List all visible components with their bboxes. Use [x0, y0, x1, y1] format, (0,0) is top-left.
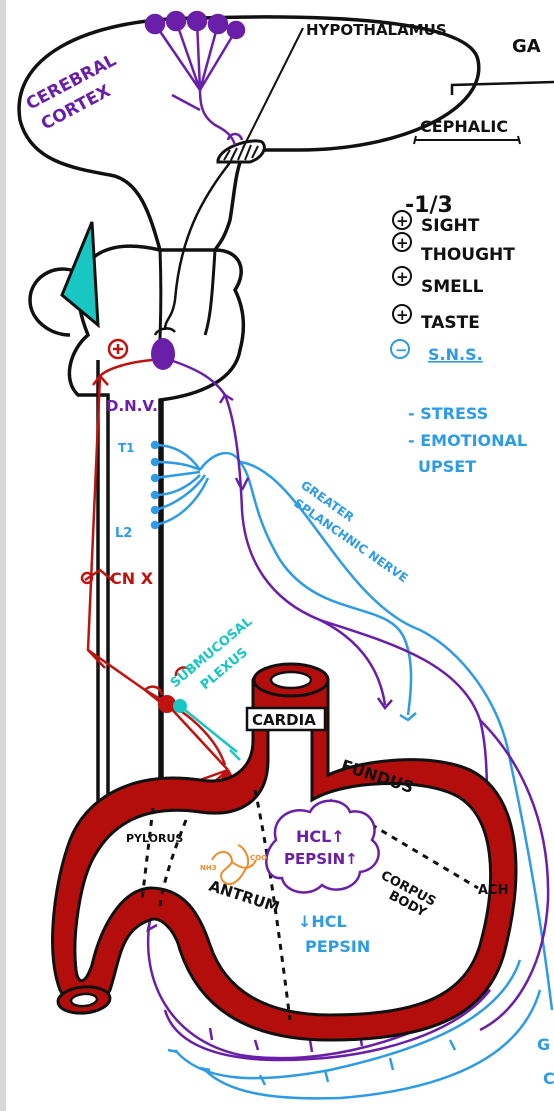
stimulus-taste: + TASTE — [393, 305, 480, 333]
cephalic-phase-list: CEPHALIC -1/3 + SIGHT + THOUGHT + SMELL … — [391, 117, 527, 476]
stimulus-sns: − S.N.S. — [391, 340, 483, 364]
ga-title-fragment: GA — [512, 36, 541, 57]
stimulus-smell: + SMELL — [393, 267, 484, 297]
l2-label: L2 — [115, 526, 132, 541]
inhibitor-stress: - STRESS — [408, 404, 488, 423]
stimulus-label: THOUGHT — [421, 245, 515, 265]
pylorus-label: PYLORUS — [126, 832, 183, 845]
stimulus-sign: + — [396, 234, 409, 252]
dnv-label: D.N.V. — [106, 397, 158, 415]
stimulus-thought: + THOUGHT — [393, 233, 515, 265]
hypothalamus-label: HYPOTHALAMUS — [306, 21, 447, 39]
stimulus-sign: + — [396, 212, 409, 230]
bottom-label-c: C — [543, 1069, 554, 1088]
spinal-labels: D.N.V. T1 L2 CN X — [106, 397, 158, 588]
stimulus-label: SIGHT — [421, 216, 480, 236]
stimulus-label: S.N.S. — [428, 345, 483, 364]
hcl-down-label: ↓HCL — [298, 912, 347, 931]
stimulus-label: TASTE — [421, 313, 480, 333]
cephalic-label: CEPHALIC — [420, 117, 508, 136]
nh3-label: NH3 — [200, 864, 217, 872]
pepsin-label: PEPSIN — [305, 937, 370, 956]
inhibitor-emotional: - EMOTIONAL — [408, 431, 527, 450]
inhibitor-upset: UPSET — [418, 457, 476, 476]
ach-label: ACH — [478, 883, 508, 898]
coo-label: COO — [250, 854, 267, 862]
stimulus-label: SMELL — [421, 277, 484, 297]
stimulus-sign: − — [395, 341, 408, 359]
dnv-nucleus — [151, 338, 175, 370]
fourth-ventricle — [62, 222, 98, 325]
cephalic-underline — [414, 136, 520, 144]
fraction-label: -1/3 — [405, 193, 453, 218]
stimulus-sign: + — [396, 306, 409, 324]
stimulus-sign: + — [396, 268, 409, 286]
cnx-label: CN X — [110, 569, 154, 588]
bottom-label-g: G — [537, 1035, 550, 1054]
t1-label: T1 — [118, 441, 135, 455]
pepsin-up-label: PEPSIN↑ — [284, 850, 358, 868]
cardia-label: CARDIA — [252, 711, 316, 729]
hcl-up-label: HCL↑ — [296, 827, 345, 846]
